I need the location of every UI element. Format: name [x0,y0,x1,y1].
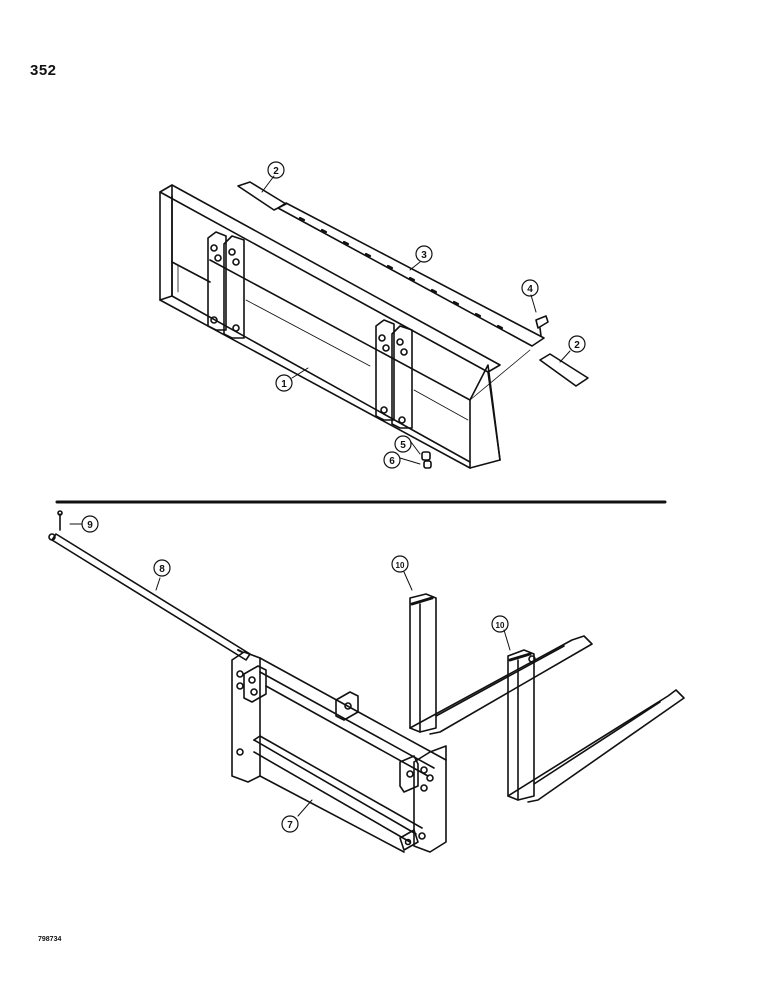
callout-10-right [491,615,509,633]
callout-5 [394,435,412,453]
cutting-edge [277,202,545,347]
callout-label-6: 6 [389,456,395,467]
callout-3 [415,245,433,263]
callout-label-4: 4 [527,284,533,295]
figure-code: 798734 [38,936,62,943]
leader-lines-lower [69,523,511,817]
page-number: 352 [30,62,57,79]
fork-right [507,649,685,803]
callout-label-10a: 10 [396,561,405,570]
callout-label-8: 8 [159,564,165,575]
callout-group [81,161,586,833]
fork-left [409,593,593,735]
callout-1 [275,374,293,392]
callout-9 [81,515,99,533]
bolt-nut [421,451,432,469]
end-bit-left [237,181,287,211]
callout-6 [383,451,401,469]
leader-lines-upper [261,175,571,465]
callout-label-2a: 2 [273,166,279,177]
callout-label-1: 1 [281,379,287,390]
end-bit-right [539,353,589,387]
plow-bolt [535,315,549,337]
rod [48,533,251,661]
callout-label-3: 3 [421,250,427,261]
carriage-frame [231,651,447,853]
callout-7 [281,815,299,833]
frame-assembly [159,184,501,469]
callout-8 [153,559,171,577]
callout-2-right [568,335,586,353]
callout-10-left [391,555,409,573]
callout-label-7: 7 [287,820,293,831]
callout-label-9: 9 [87,520,93,531]
callout-4 [521,279,539,297]
callout-label-2b: 2 [574,340,580,351]
cotter-pin [57,510,63,531]
callout-label-5: 5 [400,440,406,451]
callout-label-10b: 10 [496,621,505,630]
callout-2-upper-left [267,161,285,179]
